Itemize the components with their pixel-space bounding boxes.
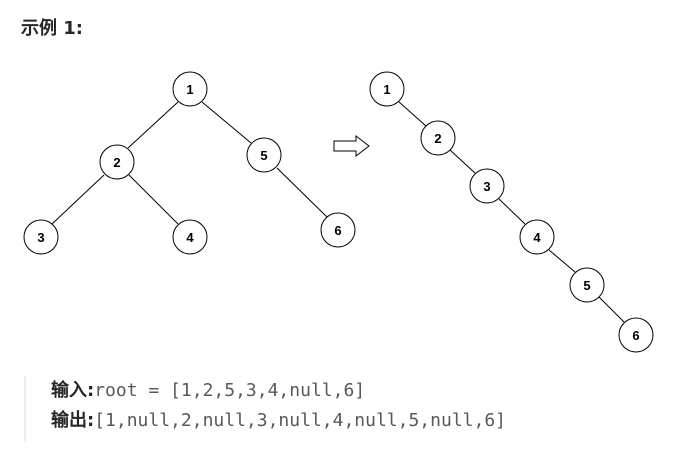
node-label: 5 <box>583 278 590 293</box>
output-edge-4-5 <box>548 249 576 273</box>
example-title: 示例 1: <box>21 18 83 39</box>
input-tree-node-4: 4 <box>172 219 208 255</box>
input-label: 输入: <box>51 380 95 401</box>
output-label: 输出: <box>51 410 95 431</box>
node-circle <box>172 219 208 255</box>
node-label: 5 <box>260 148 267 163</box>
input-line: 输入:root = [1,2,5,3,4,null,6] <box>51 376 644 406</box>
node-circle <box>99 144 135 180</box>
output-tree-node-4: 4 <box>519 219 555 255</box>
node-label: 4 <box>533 230 541 245</box>
node-label: 3 <box>483 179 490 194</box>
output-tree-node-5: 5 <box>569 267 605 303</box>
output-tree-node-2: 2 <box>420 120 456 156</box>
input-tree-node-2: 2 <box>99 144 135 180</box>
output-value: [1,null,2,null,3,null,4,null,5,null,6] <box>94 410 507 431</box>
node-circle <box>172 71 208 107</box>
node-label: 1 <box>383 82 390 97</box>
node-circle <box>320 212 356 248</box>
input-edge-1-5 <box>201 101 252 144</box>
output-tree-node-3: 3 <box>469 168 505 204</box>
output-edge-5-6 <box>598 296 625 323</box>
transform-arrow-icon <box>333 134 370 158</box>
input-tree-edges <box>51 101 328 225</box>
input-edge-1-2 <box>127 101 179 149</box>
node-label: 1 <box>186 82 193 97</box>
node-label: 6 <box>632 328 639 343</box>
node-circle <box>618 317 654 353</box>
node-circle <box>469 168 505 204</box>
output-edge-3-4 <box>498 198 526 225</box>
output-tree-node-6: 6 <box>618 317 654 353</box>
node-label: 2 <box>434 131 441 146</box>
node-circle <box>519 219 555 255</box>
node-label: 3 <box>37 230 44 245</box>
node-circle <box>420 120 456 156</box>
tree-flatten-diagram: 1 2 5 3 4 6 1 2 3 4 <box>23 71 654 353</box>
input-tree-node-5: 5 <box>246 137 282 173</box>
example-io-block: 输入:root = [1,2,5,3,4,null,6] 输出:[1,null,… <box>24 376 644 442</box>
node-circle <box>569 267 605 303</box>
input-tree-node-6: 6 <box>320 212 356 248</box>
output-line: 输出:[1,null,2,null,3,null,4,null,5,null,6… <box>51 406 644 436</box>
node-circle <box>246 137 282 173</box>
output-tree-node-1: 1 <box>369 71 405 107</box>
input-value: root = [1,2,5,3,4,null,6] <box>94 380 366 401</box>
output-edge-1-2 <box>398 101 427 127</box>
node-label: 6 <box>334 223 341 238</box>
input-edge-2-3 <box>51 174 105 225</box>
node-label: 2 <box>113 155 120 170</box>
input-tree-node-1: 1 <box>172 71 208 107</box>
node-circle <box>369 71 405 107</box>
node-circle <box>23 219 59 255</box>
output-tree-edges <box>398 101 625 323</box>
input-tree-node-3: 3 <box>23 219 59 255</box>
node-label: 4 <box>186 230 194 245</box>
output-edge-2-3 <box>449 149 476 174</box>
input-edge-2-4 <box>128 174 179 225</box>
input-edge-5-6 <box>276 167 328 218</box>
